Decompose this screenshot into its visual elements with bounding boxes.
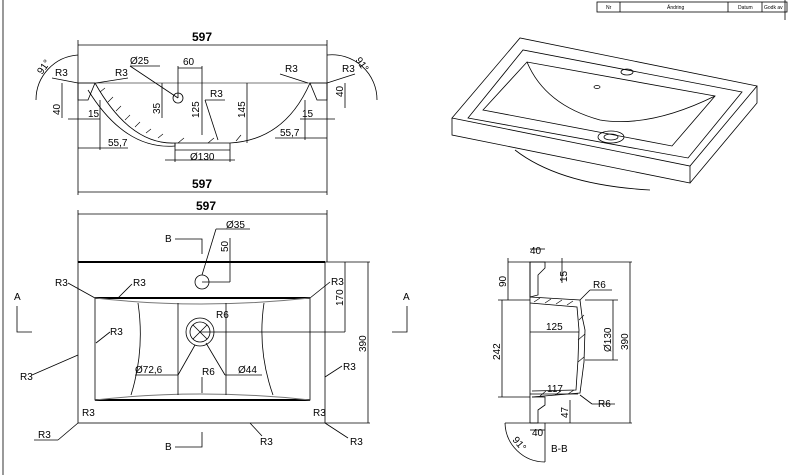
dim-drain-inner: Ø44: [238, 365, 257, 376]
col-change: Ändring: [667, 4, 684, 11]
dim-tap-hole: Ø25: [130, 56, 149, 67]
label-angle-left: 91°: [35, 58, 53, 77]
dim-rim-bottom: 40: [532, 428, 544, 439]
label-r-left-outer: R3: [55, 68, 68, 79]
revision-table: Nr Ändring Datum Godk av: [596, 1, 788, 13]
dim-width-top: 597: [192, 30, 212, 44]
dim-rim-top: 40: [530, 246, 542, 257]
label-radius: R3: [313, 408, 326, 419]
dim-tap-depth: 35: [152, 102, 163, 114]
dim-drain: Ø130: [603, 327, 614, 352]
label-radius: R3: [133, 278, 146, 289]
label-r-left-inner: R3: [115, 68, 128, 79]
dim-width-bottom: 597: [192, 177, 212, 191]
dim-back-wall: 47: [560, 406, 571, 418]
dim-depth: 125: [546, 322, 563, 333]
section-view-a: 597 597 Ø130 Ø25 60 35 125 145 R3 R3: [35, 30, 378, 195]
dim-rim-left: 40: [52, 103, 63, 115]
label-radius: R3: [350, 437, 363, 448]
dim-rim-right: 40: [335, 85, 346, 97]
col-approved: Godk av: [764, 5, 783, 11]
label-radius: R3: [331, 277, 344, 288]
dim-total: 390: [620, 333, 631, 350]
section-label: B-B: [551, 444, 568, 455]
dim-wall-right: 15: [302, 109, 314, 120]
dim-width: 597: [196, 199, 216, 213]
dim-depth-inner: 125: [191, 101, 202, 118]
dim-wall-top: 15: [559, 270, 570, 282]
label-angle-right: 91°: [353, 55, 371, 74]
dim-depth: 390: [358, 335, 369, 352]
dim-wall-left: 15: [88, 109, 100, 120]
dim-drain: Ø130: [190, 152, 215, 163]
col-date: Datum: [738, 5, 753, 11]
dim-tap-hole: Ø35: [226, 220, 245, 231]
section-a-right-label: A: [403, 292, 410, 303]
label-r-center: R3: [210, 89, 223, 100]
label-radius: R3: [82, 408, 95, 419]
isometric-view: [451, 37, 758, 191]
dim-offset-right: 55,7: [280, 128, 300, 139]
dim-offset-left: 55,7: [108, 138, 128, 149]
col-nr: Nr: [606, 5, 612, 11]
section-b-bottom-label: B: [165, 442, 172, 453]
label-r-right-inner: R3: [285, 64, 298, 75]
dim-depth-total: 145: [237, 101, 248, 118]
label-radius: R3: [38, 430, 51, 441]
dim-tap-offset: 60: [183, 57, 195, 68]
label-radius: R3: [260, 437, 273, 448]
label-angle: 91°: [510, 435, 528, 454]
label-radius: R3: [55, 278, 68, 289]
label-radius: R3: [110, 327, 123, 338]
dim-front-height: 90: [498, 275, 509, 287]
label-r-right-outer: R3: [342, 64, 355, 75]
dim-basin-length: 242: [492, 343, 503, 360]
dim-bottom-depth: 117: [547, 384, 563, 395]
label-r6-bottom: R6: [598, 399, 611, 410]
label-radius: R3: [343, 362, 356, 373]
section-a-left-label: A: [14, 292, 21, 303]
section-b-top-label: B: [165, 234, 172, 245]
dim-drain-offset: 170: [335, 289, 346, 306]
label-r6-bottom: R6: [202, 367, 215, 378]
dim-tap-offset: 50: [220, 240, 231, 252]
dim-drain-outer: Ø72,6: [135, 365, 163, 376]
label-r6-top: R6: [593, 280, 606, 291]
section-bb: 40 15 90 R6 125 Ø130 390 242 117 R6 47 4…: [492, 246, 632, 463]
label-r6-top: R6: [216, 310, 229, 321]
label-radius: R3: [20, 372, 33, 383]
plan-view: 597 Ø35 50 B B A A 170 390 R6: [14, 199, 410, 453]
